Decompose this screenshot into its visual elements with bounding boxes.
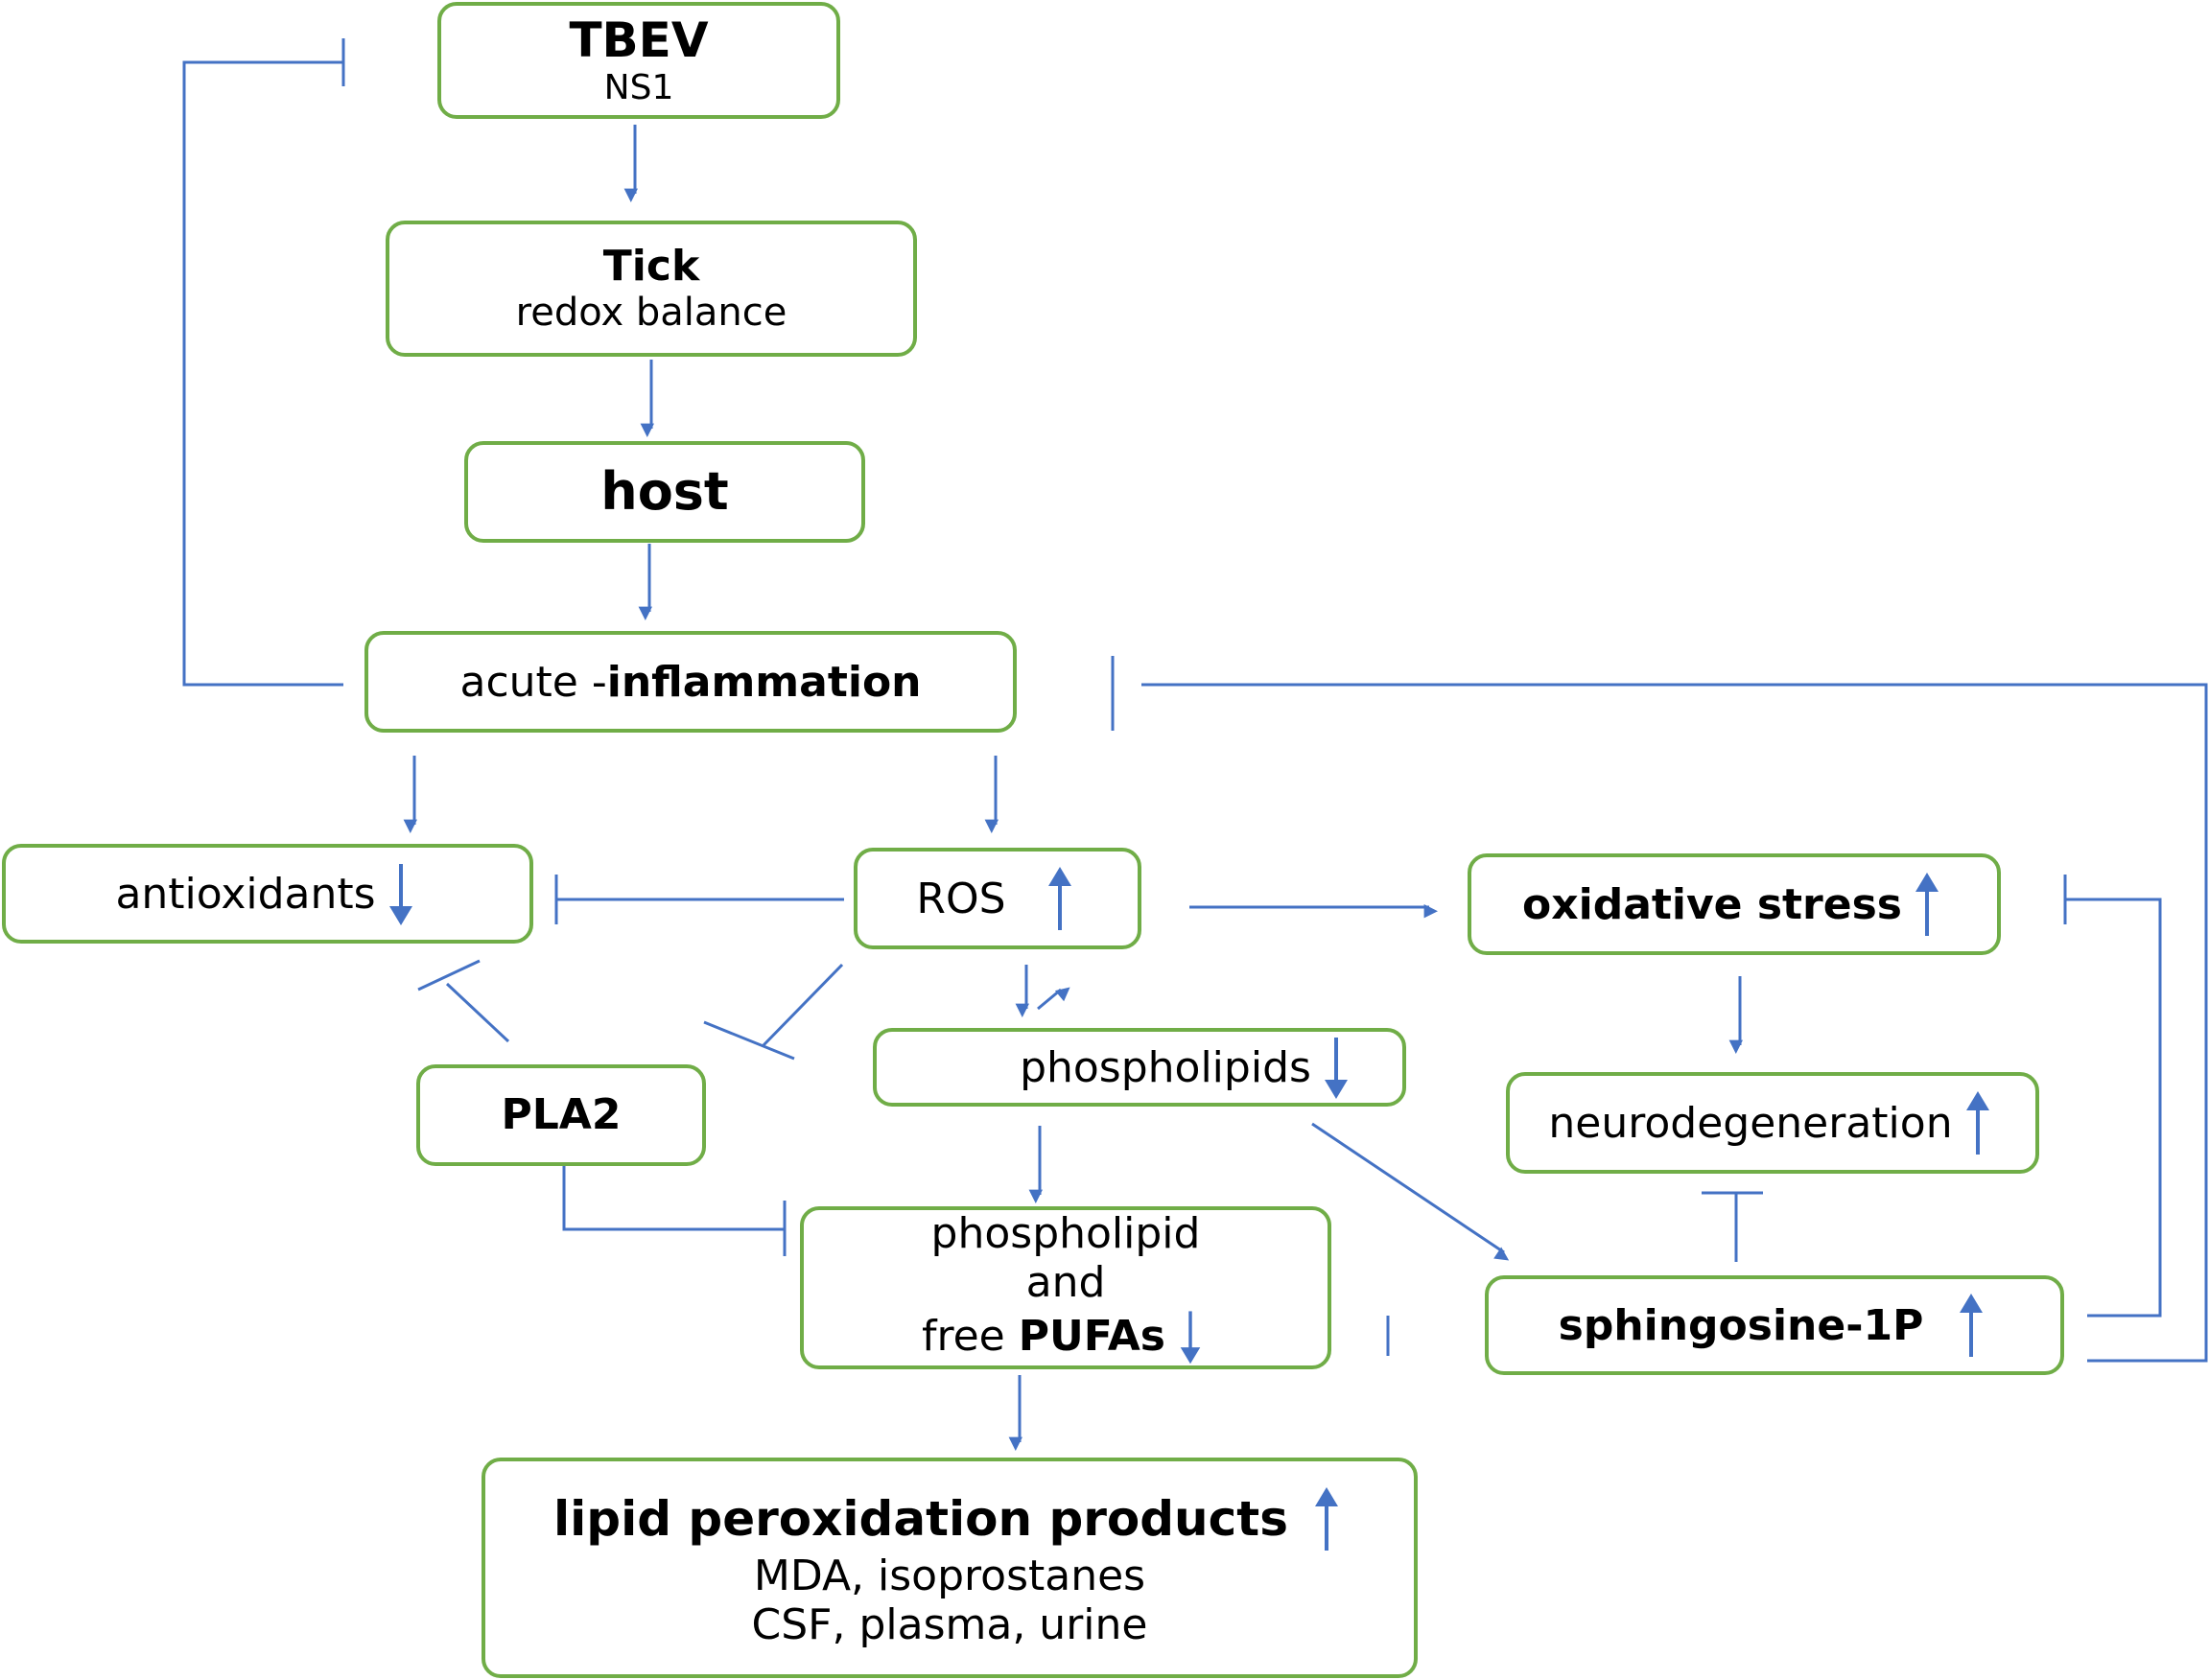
up-arrow-icon	[1047, 867, 1071, 930]
edge-inflammation-inhibits-tbev	[182, 60, 343, 687]
node-sphingosine: sphingosine-1P	[1485, 1275, 2064, 1375]
node-pufas-line3-bold: PUFAs	[1018, 1312, 1165, 1362]
node-tbev-title: TBEV	[569, 12, 709, 68]
edge-pla2-inhibits-pufas	[562, 1164, 785, 1231]
node-ros: ROS	[854, 848, 1141, 949]
down-arrow-icon	[1180, 1311, 1201, 1364]
node-oxidative-stress-title: oxidative stress	[1522, 879, 1902, 929]
edge-sphingosine-inhibits-inflammation	[1141, 683, 2208, 1363]
node-host: host	[464, 441, 865, 543]
node-tick-subtitle: redox balance	[515, 291, 787, 336]
down-arrow-icon	[1324, 1038, 1348, 1099]
node-pufas: phospholipid and free PUFAs	[800, 1206, 1331, 1369]
node-lipid-products-title: lipid peroxidation products	[553, 1491, 1288, 1548]
node-tbev: TBEV NS1	[437, 2, 840, 119]
node-lipid-products-line3: CSF, plasma, urine	[751, 1600, 1148, 1649]
node-phospholipids-title: phospholipids	[1020, 1042, 1311, 1092]
node-neurodegeneration: neurodegeneration	[1506, 1072, 2039, 1174]
down-arrow-icon	[388, 864, 412, 925]
node-lipid-products: lipid peroxidation products MDA, isopros…	[482, 1458, 1418, 1678]
up-arrow-icon	[1915, 873, 1939, 936]
node-antioxidants: antioxidants	[2, 844, 533, 944]
node-oxidative-stress: oxidative stress	[1468, 853, 2001, 955]
edge-ros-inhibits-pla2-bar	[703, 1020, 795, 1061]
node-tick: Tick redox balance	[386, 221, 917, 357]
edge-sphingosine-inhibits-oxidative	[2065, 898, 2162, 1318]
node-ros-title: ROS	[916, 874, 1006, 923]
edge-ros-phospholipids-2	[1037, 987, 1070, 1011]
node-antioxidants-title: antioxidants	[115, 869, 376, 919]
node-pufas-line2: and	[1025, 1258, 1106, 1307]
node-inflammation-title: inflammation	[606, 657, 922, 707]
node-pufas-line1: phospholipid	[930, 1209, 1201, 1259]
edge-ros-inhibits-pla2	[762, 963, 844, 1047]
node-pufas-line3-prefix: free	[922, 1312, 1019, 1362]
up-arrow-icon	[1965, 1091, 1989, 1155]
edge-phospholipids-sphingosine	[1311, 1122, 1510, 1261]
node-tick-title: Tick	[602, 241, 700, 291]
up-arrow-icon	[1960, 1294, 1984, 1357]
node-neurodegeneration-title: neurodegeneration	[1548, 1098, 1953, 1148]
edge-pla2-inhibits-antioxidants-bar	[417, 959, 481, 992]
node-tbev-subtitle: NS1	[603, 68, 674, 108]
up-arrow-icon	[1314, 1487, 1338, 1552]
node-lipid-products-line2: MDA, isoprostanes	[753, 1552, 1146, 1601]
node-pla2-title: PLA2	[501, 1089, 622, 1139]
node-inflammation: acute -inflammation	[364, 631, 1017, 733]
node-pla2: PLA2	[416, 1064, 706, 1166]
node-host-title: host	[600, 460, 729, 522]
node-sphingosine-title: sphingosine-1P	[1558, 1300, 1924, 1350]
node-inflammation-prefix: acute -	[459, 657, 607, 707]
node-phospholipids: phospholipids	[873, 1028, 1406, 1107]
node-inflammation-label: acute -inflammation	[460, 658, 922, 707]
edge-pla2-inhibits-antioxidants	[445, 982, 510, 1043]
